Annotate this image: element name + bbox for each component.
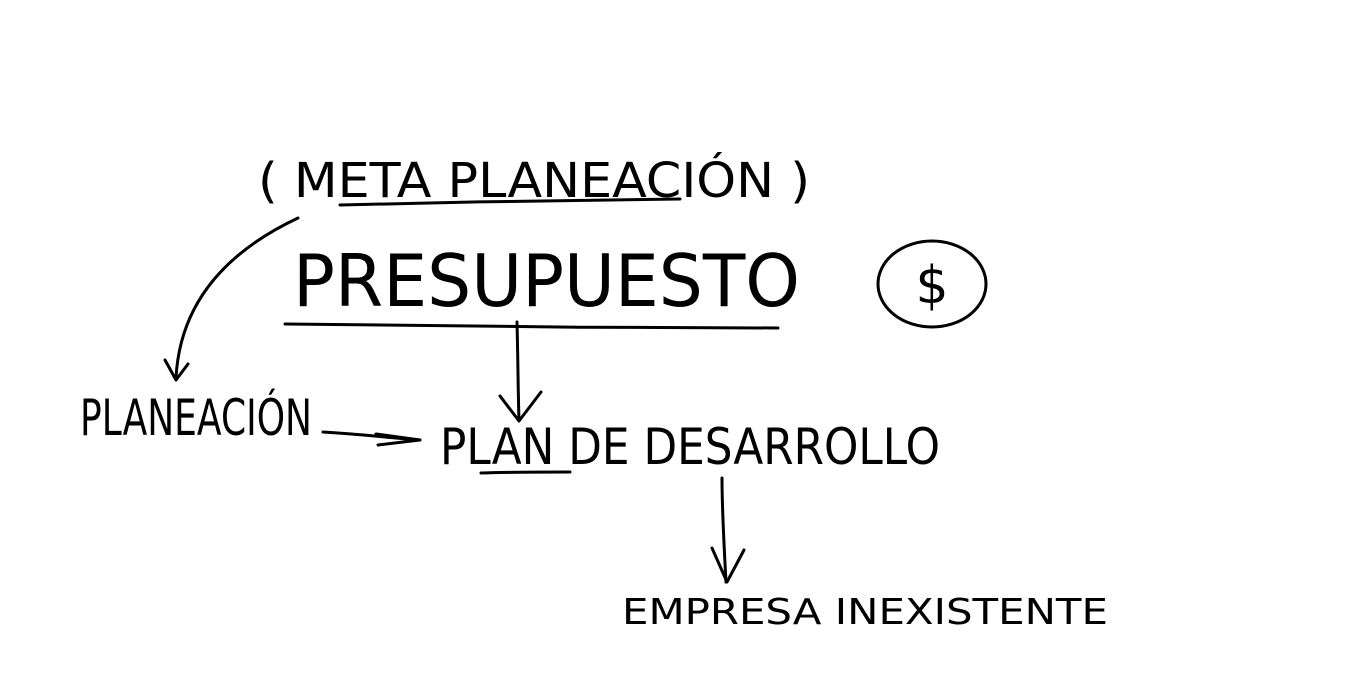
arrow-head <box>374 432 422 447</box>
meta-planeacion-label: ( META PLANEACIÓN ) <box>258 152 810 209</box>
edge-meta-to-planeacion <box>163 216 300 382</box>
arrow-head <box>710 546 746 584</box>
node-meta-planeacion: ( META PLANEACIÓN ) <box>258 152 810 209</box>
presupuesto-label: PRESUPUESTO <box>293 239 800 323</box>
money-circle <box>876 239 988 329</box>
planeacion-label: PLANEACIÓN <box>80 388 312 447</box>
node-planeacion: PLANEACIÓN <box>80 388 312 447</box>
node-money-symbol: $ <box>876 239 988 329</box>
edge-plan-to-empresa <box>710 476 746 584</box>
edge-planeacion-to-plan <box>321 430 422 447</box>
arrow-line <box>515 320 521 422</box>
node-empresa-inexistente: EMPRESA INEXISTENTE <box>622 592 1108 633</box>
plan-de-desarrollo-label: PLAN DE DESARROLLO <box>440 418 940 476</box>
meta-planeacion-underline <box>338 197 682 207</box>
money-symbol-label: $ <box>915 256 948 316</box>
plan-underline <box>479 470 572 475</box>
arrow-line <box>174 216 300 380</box>
node-presupuesto: PRESUPUESTO <box>283 239 800 330</box>
arrow-head <box>498 390 543 423</box>
empresa-inexistente-label: EMPRESA INEXISTENTE <box>622 592 1108 633</box>
edge-presupuesto-to-plan <box>498 320 543 423</box>
arrow-line <box>720 476 728 584</box>
node-plan-de-desarrollo: PLAN DE DESARROLLO <box>440 418 940 476</box>
arrow-head <box>163 358 190 382</box>
presupuesto-underline <box>283 322 780 330</box>
